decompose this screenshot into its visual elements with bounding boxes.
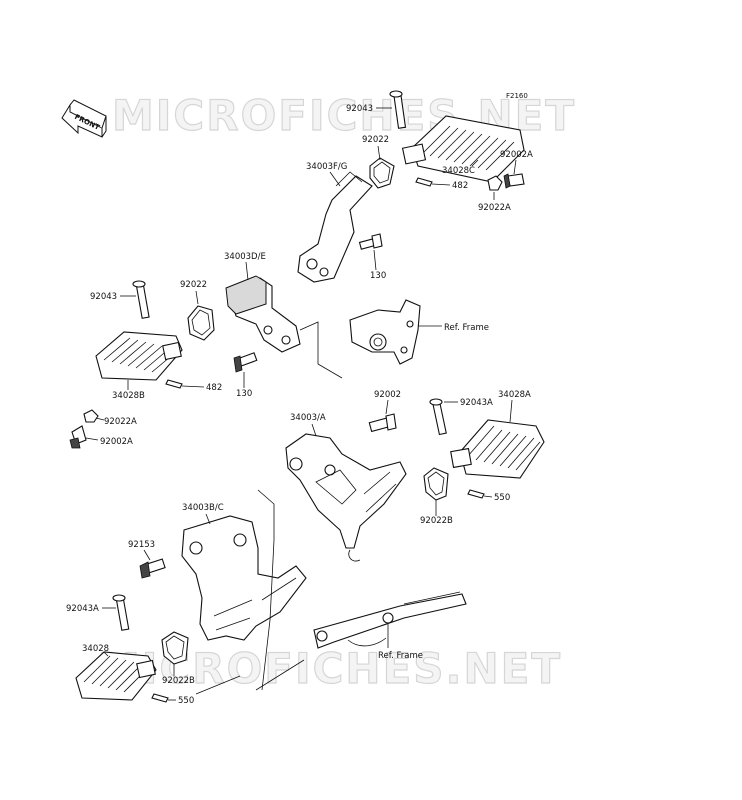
connection-lines bbox=[195, 321, 343, 695]
spring-92022-top bbox=[369, 157, 395, 189]
label-92043-top: 92043 bbox=[346, 104, 373, 114]
ref-frame-top bbox=[349, 299, 421, 365]
front-arrow-icon: FRONT bbox=[61, 99, 107, 138]
nut-92022A-left bbox=[83, 409, 99, 423]
label-92022A-left: 92022A bbox=[104, 417, 137, 427]
label-92022A-top: 92022A bbox=[478, 203, 511, 213]
label-92043-left: 92043 bbox=[90, 292, 117, 302]
label-34028: 34028 bbox=[82, 644, 109, 654]
bolt-92002A-left bbox=[69, 425, 87, 449]
cotter-pin-482-left bbox=[165, 379, 183, 389]
label-34003FG: 34003F/G bbox=[306, 162, 347, 172]
bolt-130-mid bbox=[233, 352, 258, 373]
label-130-top: 130 bbox=[370, 271, 386, 281]
spring-92022B-right bbox=[423, 467, 449, 501]
label-482-top: 482 bbox=[452, 181, 468, 191]
cotter-pin-550-left bbox=[151, 693, 169, 703]
label-92022B-right: 92022B bbox=[420, 516, 453, 526]
bolt-92153 bbox=[139, 558, 166, 579]
label-92043A-right: 92043A bbox=[460, 398, 493, 408]
watermark-top: MICROFICHES.NET bbox=[112, 91, 576, 140]
spring-92022B-left bbox=[161, 631, 189, 665]
pin-92043-top bbox=[389, 90, 407, 129]
bolt-130-top bbox=[358, 233, 383, 250]
pin-92043A-left bbox=[112, 594, 130, 631]
bracket-34003BC bbox=[181, 515, 307, 641]
bracket-34003A bbox=[285, 433, 407, 562]
nut-92022A-top bbox=[487, 175, 503, 191]
spring-92022-mid bbox=[187, 305, 215, 341]
label-92043A-left: 92043A bbox=[66, 604, 99, 614]
label-550-left: 550 bbox=[178, 696, 194, 706]
label-92022-mid: 92022 bbox=[180, 280, 207, 290]
pin-92043-left bbox=[132, 280, 150, 319]
pin-92043A-right bbox=[429, 398, 447, 436]
label-34003DE: 34003D/E bbox=[224, 252, 266, 262]
bracket-34003FG bbox=[297, 171, 373, 283]
label-130-mid: 130 bbox=[236, 389, 252, 399]
footpeg-34028C bbox=[401, 115, 525, 183]
label-92002A-left: 92002A bbox=[100, 437, 133, 447]
footpeg-34028B bbox=[95, 331, 183, 381]
label-92022B-left: 92022B bbox=[162, 676, 195, 686]
bracket-34003DE bbox=[225, 275, 301, 353]
label-ref-frame-top: Ref. Frame bbox=[444, 323, 489, 333]
label-34028A: 34028A bbox=[498, 390, 531, 400]
bolt-92002A-top bbox=[503, 173, 525, 189]
footpeg-34028A bbox=[450, 419, 545, 479]
cotter-pin-482-top bbox=[415, 177, 433, 187]
label-34003BC: 34003B/C bbox=[182, 503, 224, 513]
figure-code: F2160 bbox=[506, 92, 528, 100]
label-92022-top: 92022 bbox=[362, 135, 389, 145]
bolt-92002-mid bbox=[368, 413, 397, 433]
label-92002-mid: 92002 bbox=[374, 390, 401, 400]
label-482-left: 482 bbox=[206, 383, 222, 393]
ref-frame-bottom bbox=[313, 591, 467, 649]
label-92002A-top: 92002A bbox=[500, 150, 533, 160]
label-ref-frame-bottom: Ref. Frame bbox=[378, 651, 423, 661]
label-34028B: 34028B bbox=[112, 391, 145, 401]
label-34028C: 34028C bbox=[442, 166, 475, 176]
label-550-right: 550 bbox=[494, 493, 510, 503]
label-34003A: 34003/A bbox=[290, 413, 326, 423]
label-92153: 92153 bbox=[128, 540, 155, 550]
cotter-pin-550-right bbox=[467, 489, 485, 499]
